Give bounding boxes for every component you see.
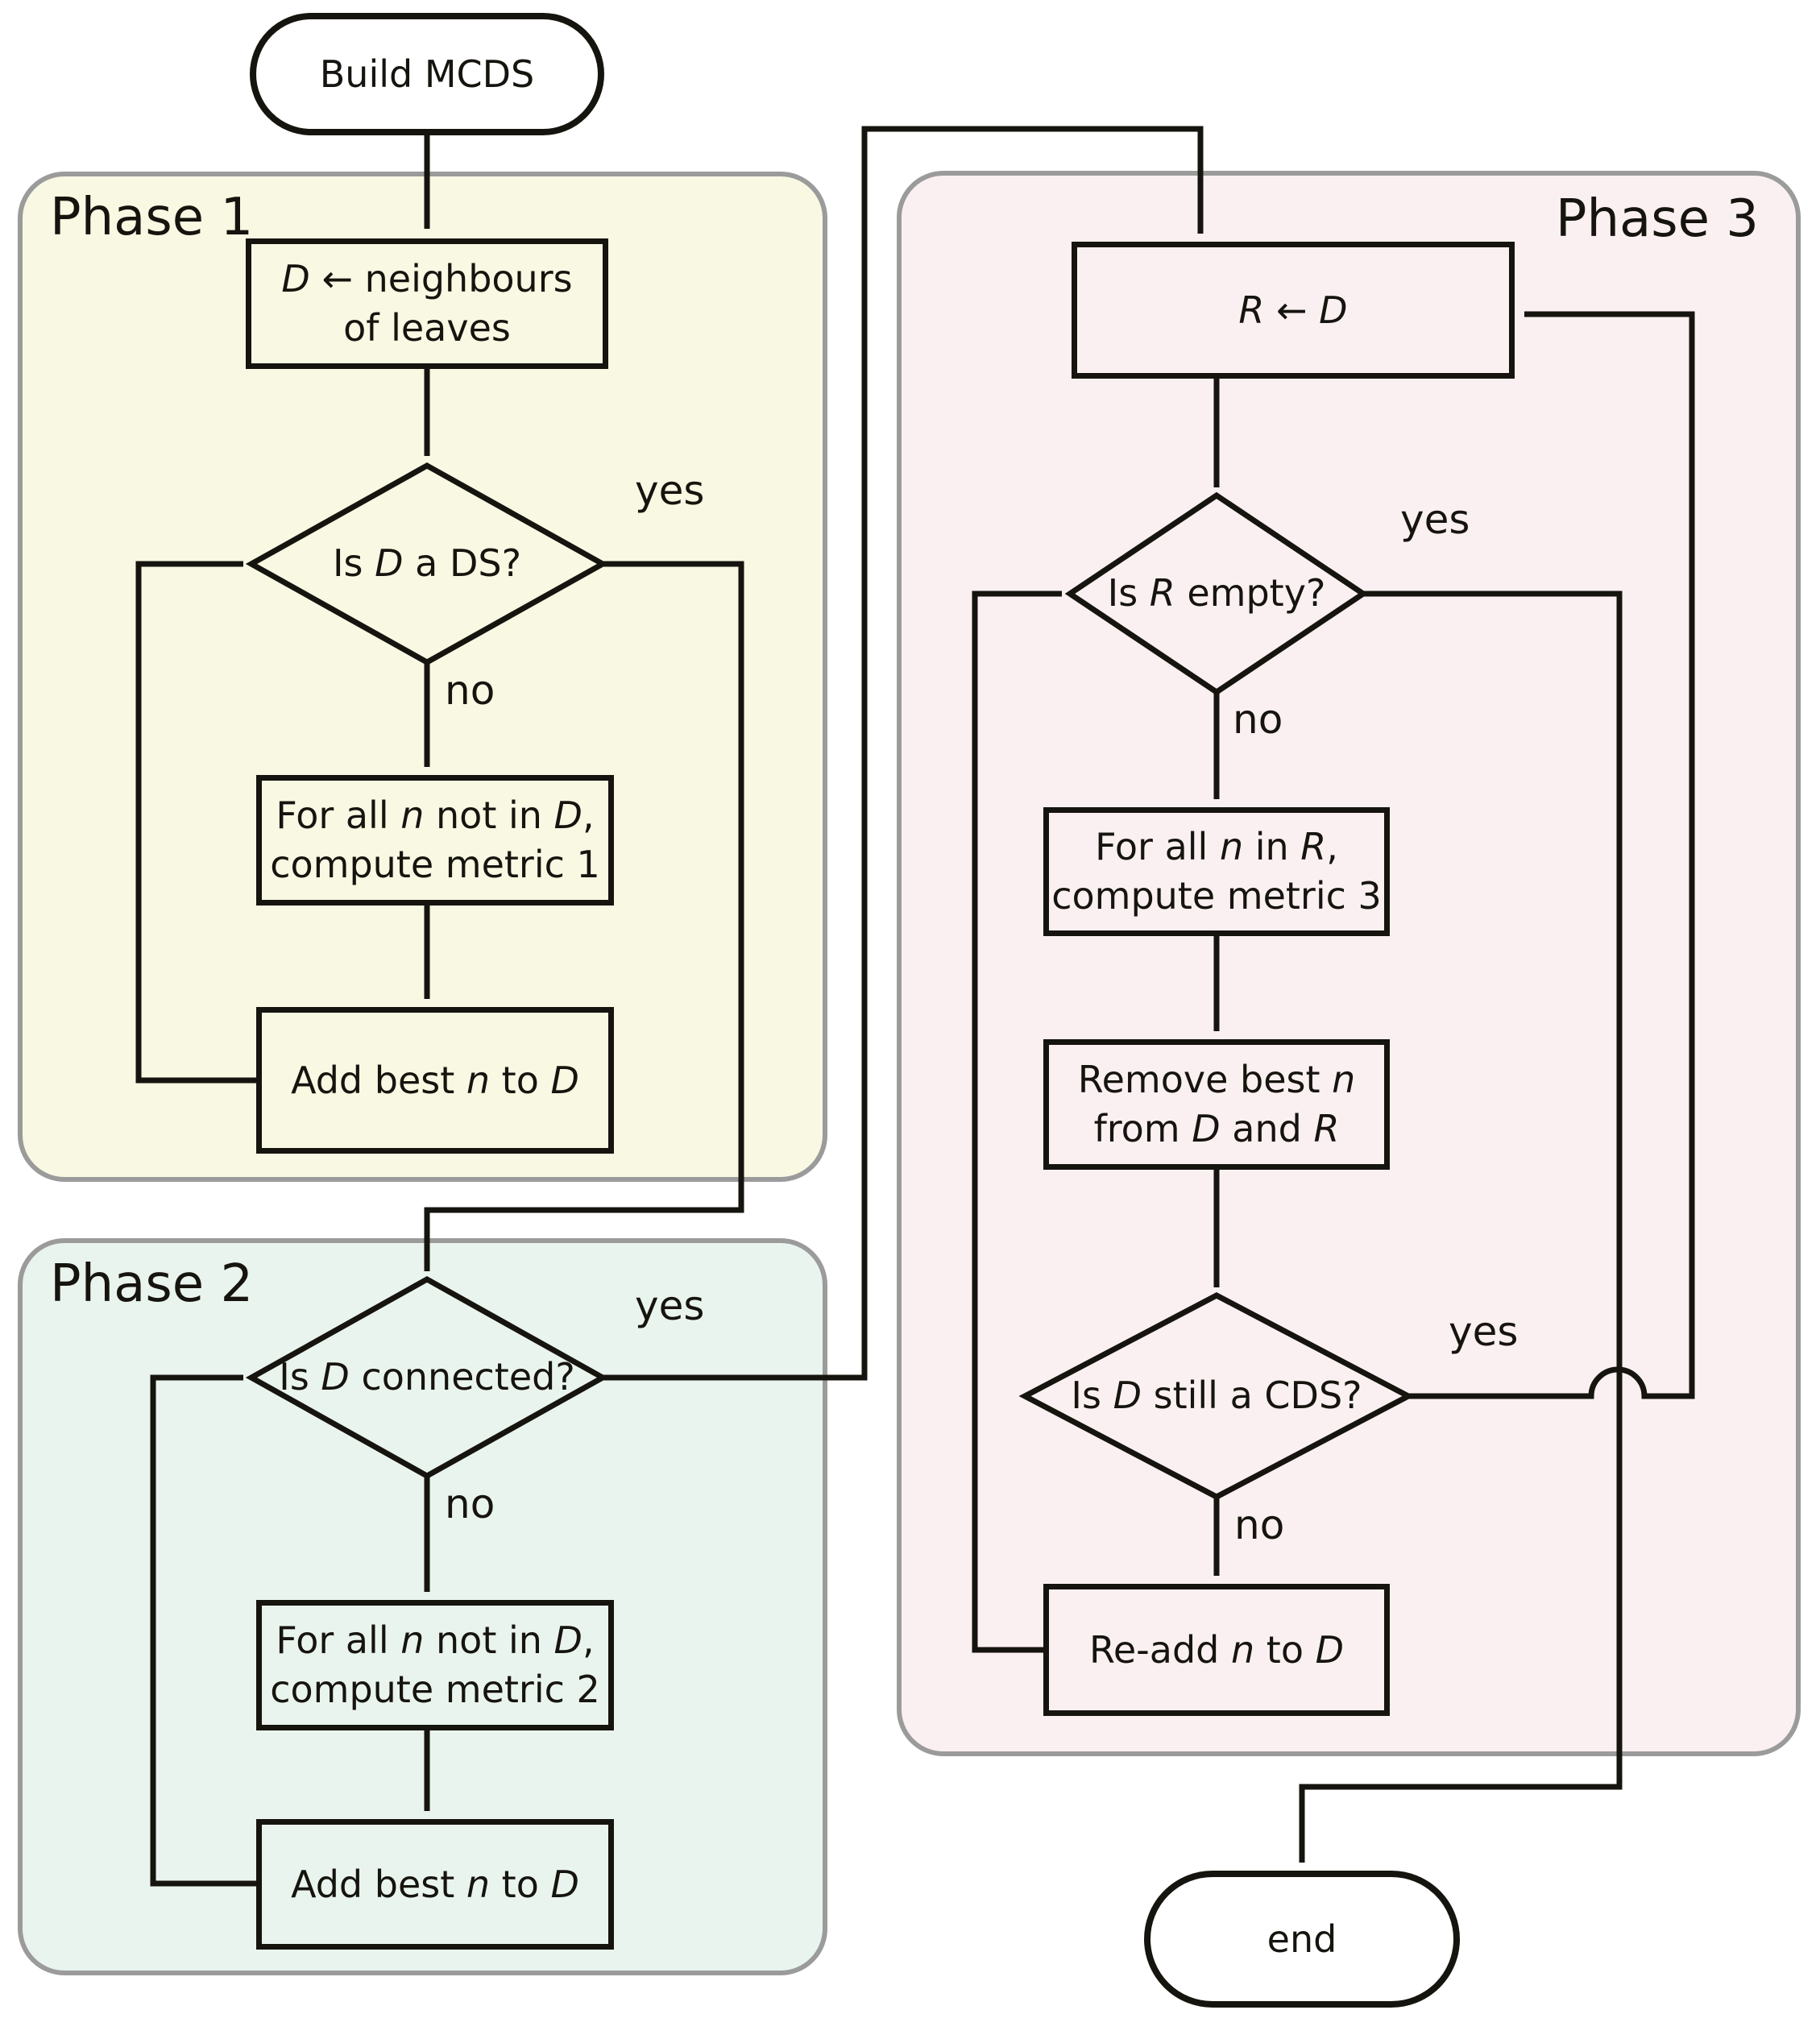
terminal-build-mcds: Build MCDS — [250, 13, 604, 135]
phase2-label: Phase 2 — [50, 1254, 254, 1314]
edge-add2-loopback — [150, 1374, 256, 1887]
edge-label-iscds-yes: yes — [1449, 1308, 1519, 1355]
decision-is-r-empty-shape — [1064, 491, 1369, 696]
decision-is-d-connected-shape — [245, 1275, 609, 1480]
process-re-add-n: Re-add n to D — [1043, 1584, 1390, 1716]
edge-add1-loopback — [135, 561, 256, 1084]
edge-label-connected-no: no — [445, 1481, 495, 1527]
edge-label-connected-yes: yes — [635, 1283, 705, 1329]
terminal-end: end — [1144, 1871, 1460, 2008]
edge-label-isds-no: no — [445, 667, 495, 714]
process-compute-metric-1: For all n not in D,compute metric 1 — [256, 775, 614, 906]
decision-is-d-a-ds-shape — [245, 462, 609, 666]
process-compute-metric-3: For all n in R,compute metric 3 — [1043, 807, 1390, 936]
phase3-label: Phase 3 — [1555, 189, 1759, 249]
edge-label-iscds-no: no — [1234, 1502, 1285, 1548]
edge-connected-yes-to-assign — [603, 126, 1204, 1381]
decision-is-d-still-cds-shape — [1018, 1292, 1415, 1500]
edge-label-isds-yes: yes — [635, 467, 705, 514]
edge-iscds-yes-to-assign — [1408, 311, 1695, 1399]
process-add-best-n-phase1: Add best n to D — [256, 1007, 614, 1154]
edge-label-isempty-yes: yes — [1400, 496, 1470, 543]
edge-label-isempty-no: no — [1233, 696, 1283, 743]
process-compute-metric-2: For all n not in D,compute metric 2 — [256, 1600, 614, 1730]
edge-isds-yes-to-connected — [424, 561, 744, 1271]
phase1-label: Phase 1 — [50, 188, 254, 247]
process-add-best-n-phase2: Add best n to D — [256, 1819, 614, 1950]
phase3-container — [897, 171, 1801, 1756]
edge-isempty-yes-to-end — [1299, 591, 1623, 1863]
edge-readd-loopback — [972, 591, 1062, 1653]
process-r-assign-d: R ← D — [1072, 242, 1515, 379]
